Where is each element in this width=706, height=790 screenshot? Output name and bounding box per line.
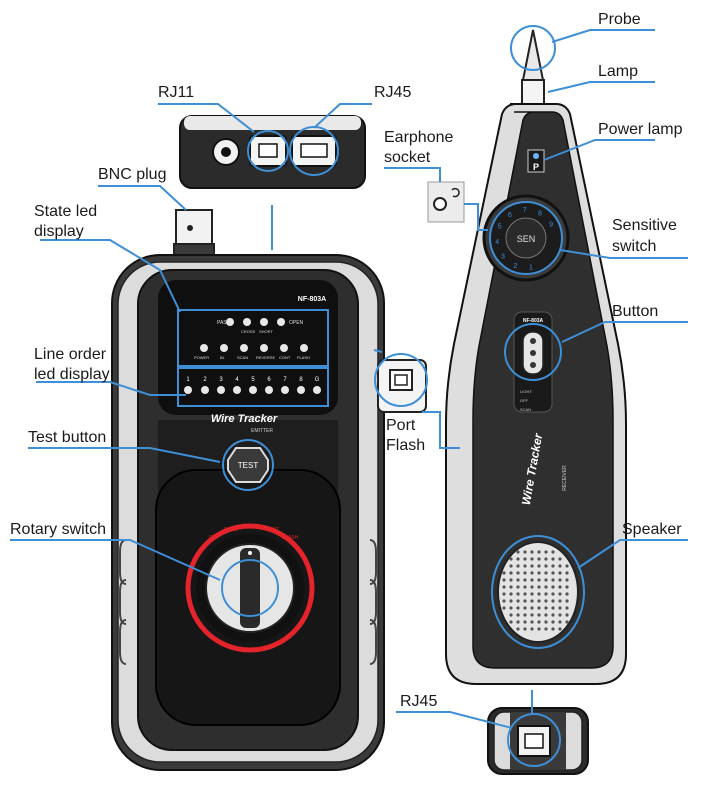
line-number-4: 4 (235, 377, 239, 383)
emitter-top-view (179, 115, 366, 189)
dial-number-5: 5 (498, 224, 502, 231)
line-number-9: G (315, 377, 320, 383)
dial-number-1: 1 (529, 265, 533, 272)
label-sensitive-2: switch (612, 238, 657, 255)
dial-number-2: 2 (514, 263, 518, 270)
line-number-7: 7 (283, 377, 287, 383)
receiver-device (445, 25, 627, 685)
label-port: Port (386, 417, 416, 434)
mode-3: OFF (245, 524, 255, 530)
line-number-2: 2 (203, 377, 207, 383)
earphone-socket-detail (427, 181, 465, 223)
label-rj45-top: RJ45 (374, 84, 412, 101)
label-state-led-1: State led (34, 203, 98, 220)
led-cont: CONT (279, 355, 291, 360)
port-flash-detail (374, 353, 428, 413)
line-number-6: 6 (267, 377, 271, 383)
switch-light: LIGHT (520, 389, 532, 394)
label-rotary-switch: Rotary switch (10, 521, 107, 538)
emitter-sub: EMITTER (251, 428, 273, 434)
receiver-model: NF-803A (523, 318, 544, 324)
emitter-device (111, 209, 385, 771)
emitter-panel-text: NF-803A PASS CROSS SHORT OPEN POWER BL S… (186, 296, 326, 541)
label-button: Button (612, 303, 659, 320)
dial-number-6: 6 (508, 212, 512, 219)
led-cross: CROSS (241, 329, 256, 334)
label-probe: Probe (598, 11, 641, 28)
led-power: POWER (194, 355, 209, 360)
power-mark: P (533, 162, 539, 172)
line-number-1: 1 (186, 377, 190, 383)
dial-center: SEN (517, 234, 536, 244)
label-earphone-2: socket (384, 149, 431, 166)
mode-1: OFF (209, 535, 219, 541)
led-bl: BL (220, 355, 226, 360)
led-pass: PASS (217, 320, 231, 326)
line-number-3: 3 (219, 377, 223, 383)
led-scan: SCAN (237, 355, 248, 360)
label-earphone-1: Earphone (384, 129, 454, 146)
dial-number-3: 3 (501, 254, 505, 261)
label-flash: Flash (386, 437, 426, 454)
led-flash: FLASH (297, 355, 310, 360)
label-state-led-2: display (34, 223, 84, 240)
leader-lines (10, 29, 688, 729)
led-open: OPEN (289, 320, 304, 326)
label-bnc-plug: BNC plug (98, 166, 167, 183)
dial-number-8: 8 (538, 211, 542, 218)
led-reverse: REVERSE (256, 355, 275, 360)
emitter-model: NF-803A (298, 296, 326, 303)
label-sensitive-1: Sensitive (612, 217, 677, 234)
label-line-order-2: led display (34, 366, 110, 383)
label-rj11: RJ11 (158, 84, 195, 101)
test-key-label: TEST (238, 461, 259, 470)
label-rj45-bottom: RJ45 (400, 693, 438, 710)
dial-number-7: 7 (523, 207, 527, 214)
dial-number-4: 4 (495, 239, 499, 246)
receiver-bottom-view (487, 707, 589, 775)
mode-5: FLASH (282, 535, 299, 541)
switch-scan: SCAN (520, 407, 531, 412)
switch-off: OFF (520, 398, 529, 403)
line-number-8: 8 (299, 377, 303, 383)
label-test-button: Test button (28, 429, 107, 446)
led-short: SHORT (259, 329, 273, 334)
receiver-sub: RECEIVER (562, 465, 568, 491)
label-line-order-1: Line order (34, 346, 107, 363)
mode-4: CONT (265, 527, 279, 533)
dial-number-9: 9 (549, 222, 553, 229)
emitter-brand: Wire Tracker (211, 413, 278, 425)
label-lamp: Lamp (598, 63, 639, 80)
line-number-5: 5 (251, 377, 255, 383)
mode-2: SCAN (224, 527, 238, 533)
label-power-lamp: Power lamp (598, 121, 683, 138)
label-speaker: Speaker (622, 521, 682, 538)
